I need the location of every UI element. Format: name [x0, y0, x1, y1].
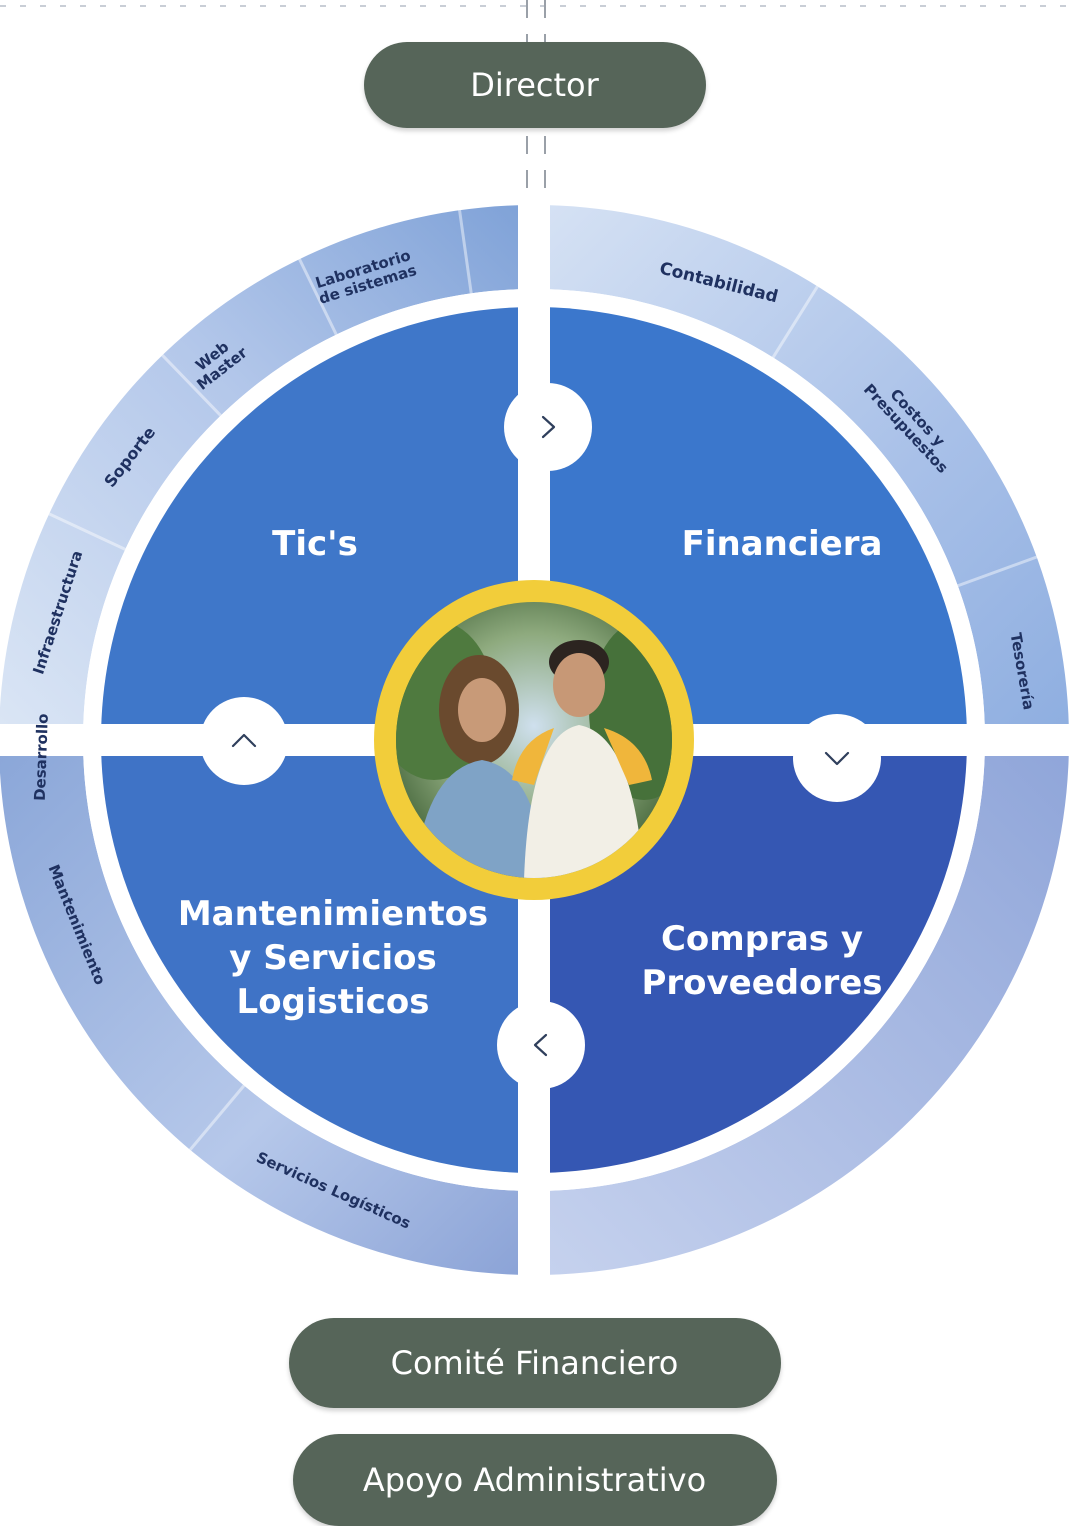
ring-segment-compras [534, 740, 1069, 1275]
chevron-left-button[interactable] [497, 1001, 585, 1089]
director-label: Director [470, 66, 599, 104]
nav-button-bg [793, 714, 881, 802]
outer-ring [0, 205, 1069, 1275]
director-box: Director [363, 42, 706, 128]
comite-financiero-label: Comité Financiero [390, 1344, 679, 1382]
ring-separator [188, 1084, 246, 1151]
ring-separator [161, 354, 222, 417]
nav-button-bg [200, 697, 288, 785]
center-photo [374, 580, 694, 900]
chevron-up-button[interactable] [200, 697, 288, 785]
chevron-right-icon [541, 415, 556, 439]
ring-separator [957, 555, 1038, 588]
ring-label: Desarrollo [30, 713, 51, 801]
chevron-down-icon [824, 751, 850, 766]
comite-financiero-box: Comité Financiero [288, 1318, 781, 1408]
apoyo-administrativo-box: Apoyo Administrativo [292, 1434, 777, 1526]
ring-separator [458, 209, 473, 294]
chevron-left-icon [533, 1033, 548, 1057]
ring-segment-tics [0, 205, 534, 740]
apoyo-administrativo-label: Apoyo Administrativo [362, 1461, 707, 1499]
chevron-up-icon [231, 733, 257, 748]
chevron-down-button[interactable] [793, 714, 881, 802]
photo-sleeve [604, 728, 652, 785]
ring-segment-mantenimientos [0, 740, 534, 1275]
photo-sleeve [512, 728, 554, 785]
nav-button-bg [504, 383, 592, 471]
photo-shirt [524, 725, 644, 878]
photo-face [458, 678, 506, 742]
ring-separator [48, 512, 126, 551]
photo-face [553, 653, 605, 717]
ring-separator [771, 285, 819, 359]
quadrant-label-tr: Financiera [682, 524, 883, 564]
nav-buttons [200, 383, 881, 1089]
chevron-right-button[interactable] [504, 383, 592, 471]
ring-segment-financiera [534, 205, 1069, 740]
quadrant-label-tl: Tic's [272, 524, 358, 564]
ring-separator [298, 258, 338, 336]
ring-gap [83, 289, 985, 1191]
nav-button-bg [497, 1001, 585, 1089]
